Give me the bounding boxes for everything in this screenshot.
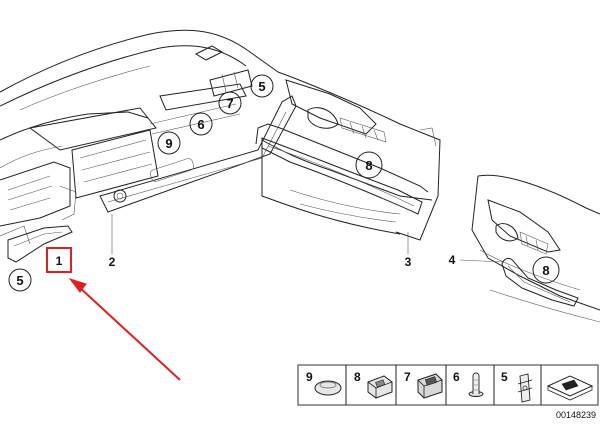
callout-8-rear-text: 8: [542, 263, 549, 278]
clip-bracket-icon: [417, 373, 443, 399]
trim-piece-1: [7, 225, 73, 263]
callout-5-left: 5: [8, 268, 32, 292]
dashboard-illustration: [0, 29, 279, 245]
legend-number-7: 7: [404, 370, 411, 384]
callout-9: 9: [157, 131, 181, 155]
callout-5-top: 5: [250, 74, 274, 98]
callout-8-rear: 8: [532, 256, 560, 284]
part-label-1: 1: [56, 254, 63, 268]
front-door-illustration: [261, 71, 441, 241]
legend-number-6: 6: [453, 370, 460, 384]
legend-number-9: 9: [306, 370, 313, 384]
callout-9-text: 9: [165, 136, 172, 151]
callout-7: 7: [218, 91, 242, 115]
fastener-legend: 9 8 7 6 5: [297, 364, 599, 406]
rear-door-illustration: [471, 174, 600, 323]
rubber-plug-icon: [314, 380, 342, 396]
part-label-3: 3: [405, 255, 412, 269]
callout-6: 6: [189, 112, 213, 136]
callout-6-text: 6: [197, 117, 204, 132]
part-1-highlight: 1: [46, 247, 72, 273]
callout-5-top-text: 5: [258, 79, 265, 94]
trim-strip-3: [255, 123, 429, 215]
callout-8-door: 8: [355, 151, 383, 179]
trim-clip-icon: [367, 375, 393, 399]
legend-number-8: 8: [354, 370, 361, 384]
leader-lines: [111, 214, 505, 263]
trim-strip-4: [501, 257, 579, 307]
part-label-4: 4: [449, 253, 456, 267]
callout-7-text: 7: [226, 96, 233, 111]
expanding-rivet-icon: [468, 372, 484, 397]
fastener-kit-icon: [546, 375, 594, 401]
legend-number-5: 5: [501, 370, 508, 384]
callout-8-door-text: 8: [365, 158, 372, 173]
callout-5-left-text: 5: [16, 273, 23, 288]
highlight-box: [46, 247, 72, 273]
spring-nut-icon: [517, 373, 533, 403]
highlight-arrow: [68, 278, 181, 381]
part-label-2: 2: [109, 255, 116, 269]
diagram-id: 00148239: [556, 410, 596, 420]
